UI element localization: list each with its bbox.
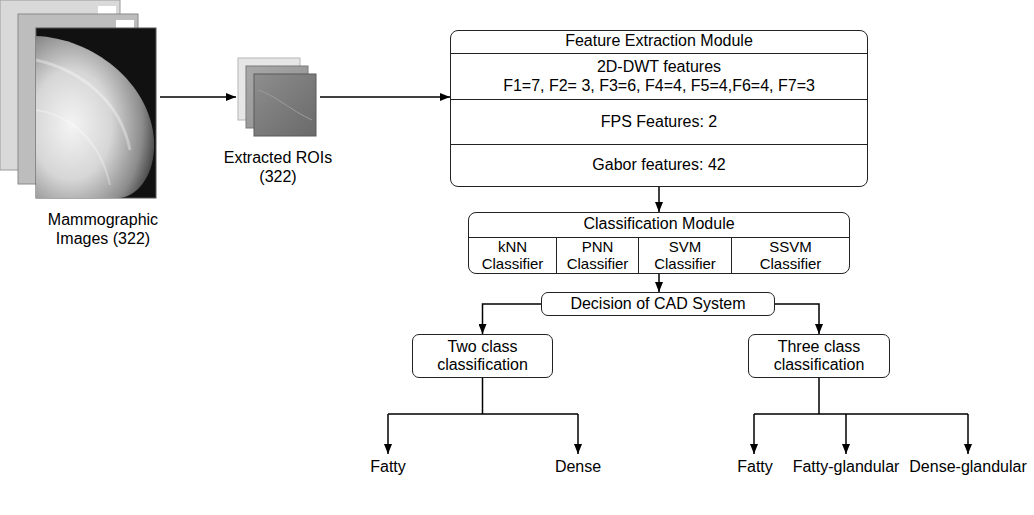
image-caption: Extracted ROIs (322): [216, 149, 340, 186]
class-tree: [388, 378, 968, 454]
connector-arrow: [160, 96, 236, 98]
tissue-texture: [36, 110, 110, 185]
tree-line: [754, 378, 968, 414]
feature-band: 2D-DWT featuresF1=7, F2= 3, F3=6, F4=4, …: [451, 53, 867, 99]
class-label: Fatty: [737, 458, 773, 476]
breast-tissue: [36, 36, 154, 198]
class-label: Fatty-glandular: [793, 458, 900, 476]
feature-text: 2D-DWT features: [597, 58, 721, 76]
roi-stack: [238, 58, 316, 136]
tissue-texture: [36, 60, 130, 150]
roi-image: [254, 74, 316, 136]
module-title: Classification Module: [583, 215, 734, 233]
class-label: Dense-glandular: [909, 458, 1026, 476]
tree-arrow: [845, 414, 847, 454]
classifier-cell: PNN Classifier: [556, 237, 638, 273]
classifier-cell: SSVM Classifier: [731, 237, 849, 273]
tree-arrow: [753, 414, 755, 454]
classifier-name: kNN Classifier: [475, 239, 550, 272]
image-stack-node: Mammographic Images (322): [0, 0, 160, 248]
feature-text: F1=7, F2= 3, F3=6, F4=4, F5=4,F6=4, F7=3: [503, 77, 815, 95]
module-title: Feature Extraction Module: [565, 32, 753, 50]
class-box: Three class classification: [748, 334, 890, 378]
mammogram-image: [36, 28, 156, 198]
connector-arrow: [483, 304, 542, 334]
feature-band: Gabor features: 42: [451, 144, 867, 186]
image-caption: Mammographic Images (322): [43, 211, 163, 248]
class-label: Fatty: [370, 458, 406, 476]
classifier-cell: SVM Classifier: [638, 237, 731, 273]
class-text: Three class classification: [757, 338, 881, 375]
connector-arrow: [658, 274, 660, 292]
class-box: Two class classification: [412, 334, 553, 378]
roi-stack-node: Extracted ROIs (322): [236, 56, 320, 186]
classifier-cell: kNN Classifier: [469, 237, 556, 273]
class-label: Dense: [555, 458, 601, 476]
mammogram-stack: [0, 0, 156, 198]
module-box: Classification Module kNN Classifier PNN C…: [468, 212, 850, 274]
classifier-name: SVM Classifier: [645, 239, 725, 272]
feature-text: Gabor features: 42: [592, 156, 725, 174]
tree-arrow: [577, 414, 579, 454]
feature-band: FPS Features: 2: [451, 99, 867, 144]
classifier-name: PNN Classifier: [563, 239, 632, 272]
connector-arrow: [775, 304, 819, 334]
tree-line: [388, 378, 578, 414]
class-text: Two class classification: [421, 338, 544, 375]
tree-arrow: [387, 414, 389, 454]
decision-text: Decision of CAD System: [570, 295, 745, 313]
classifier-name: SSVM Classifier: [744, 239, 837, 272]
feature-text: FPS Features: 2: [601, 113, 718, 131]
connector-arrow: [320, 96, 450, 98]
module-box: Feature Extraction Module 2D-DWT features…: [450, 30, 868, 187]
decision-box: Decision of CAD System: [541, 292, 775, 316]
tree-arrow: [967, 414, 969, 454]
connector-arrow: [658, 187, 660, 212]
roi-texture: [258, 90, 312, 120]
